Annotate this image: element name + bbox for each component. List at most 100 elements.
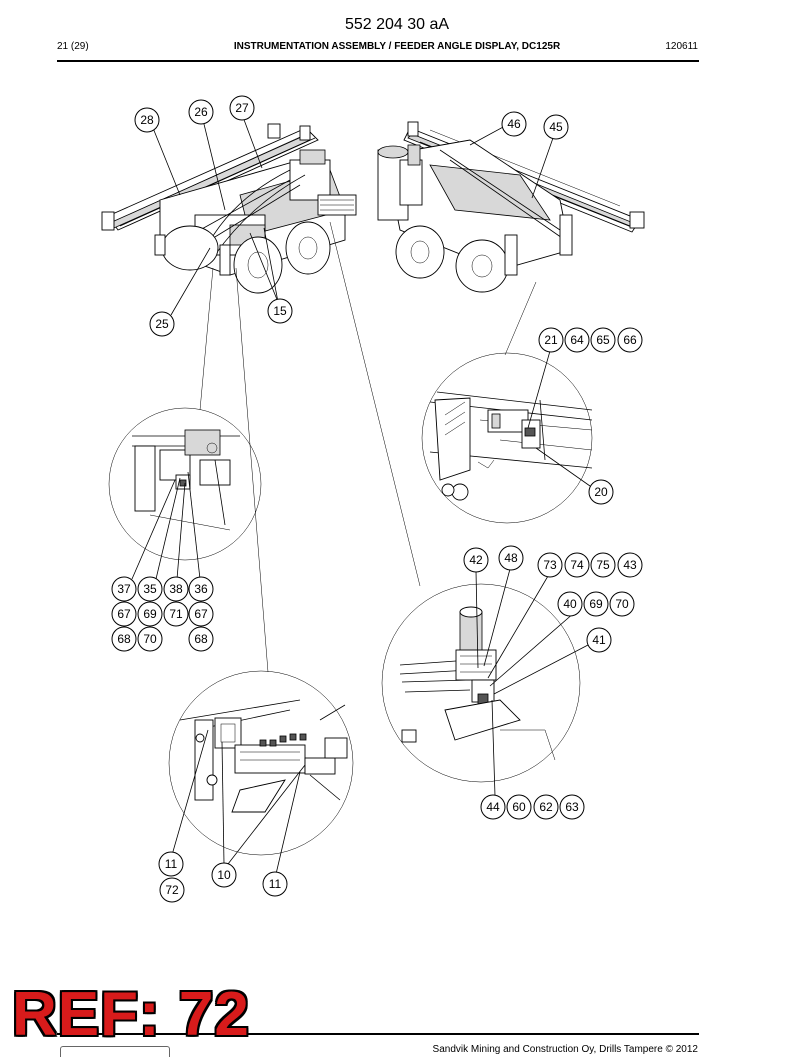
callout-10: 10 [211, 862, 237, 888]
detail-instrument-panel [168, 670, 354, 856]
callout-67-b: 67 [188, 601, 214, 627]
svg-text:62: 62 [539, 800, 553, 814]
callout-63: 63 [559, 794, 585, 820]
svg-text:73: 73 [543, 558, 557, 572]
svg-text:42: 42 [469, 553, 483, 567]
svg-text:68: 68 [194, 632, 208, 646]
callout-42: 42 [463, 547, 489, 573]
callout-27: 27 [229, 95, 255, 121]
svg-text:37: 37 [117, 582, 131, 596]
svg-text:38: 38 [169, 582, 183, 596]
svg-text:74: 74 [570, 558, 584, 572]
svg-text:67: 67 [117, 607, 131, 621]
svg-text:15: 15 [273, 304, 287, 318]
svg-text:11: 11 [165, 857, 178, 871]
svg-text:64: 64 [570, 333, 584, 347]
callout-38: 38 [163, 576, 189, 602]
svg-text:43: 43 [623, 558, 637, 572]
svg-text:20: 20 [594, 485, 608, 499]
page-number: 21 (29) [57, 41, 89, 52]
svg-text:69: 69 [143, 607, 157, 621]
svg-text:70: 70 [615, 597, 629, 611]
callout-26: 26 [188, 99, 214, 125]
svg-text:66: 66 [623, 333, 637, 347]
machine-overview-left [101, 123, 357, 294]
callout-44: 44 [480, 794, 506, 820]
callout-37: 37 [111, 576, 137, 602]
svg-text:44: 44 [486, 800, 500, 814]
svg-text:45: 45 [549, 120, 563, 134]
callout-65: 65 [590, 327, 616, 353]
callout-21: 21 [538, 327, 564, 353]
callout-11-a: 11 [158, 851, 184, 877]
callout-64: 64 [564, 327, 590, 353]
callout-28: 28 [134, 107, 160, 133]
callout-46: 46 [501, 111, 527, 137]
svg-text:70: 70 [143, 632, 157, 646]
footer-rule [57, 1033, 699, 1035]
svg-text:71: 71 [169, 607, 183, 621]
svg-text:69: 69 [589, 597, 603, 611]
detail-connector-lines [199, 221, 537, 673]
detail-left-bracket [108, 407, 262, 561]
svg-text:35: 35 [143, 582, 157, 596]
svg-text:60: 60 [512, 800, 526, 814]
callout-74: 74 [564, 552, 590, 578]
svg-text:68: 68 [117, 632, 131, 646]
machine-overview-right [377, 121, 645, 293]
svg-text:25: 25 [155, 317, 169, 331]
ref-stamp: REF: 72 [12, 980, 250, 1049]
date-code: 120611 [665, 41, 698, 52]
callout-73: 73 [537, 552, 563, 578]
callout-35: 35 [137, 576, 163, 602]
svg-text:28: 28 [140, 113, 154, 127]
svg-text:67: 67 [194, 607, 208, 621]
callout-45: 45 [543, 114, 569, 140]
callout-69-left: 69 [137, 601, 163, 627]
leader-lines [131, 116, 591, 875]
callout-43: 43 [617, 552, 643, 578]
callout-71: 71 [163, 601, 189, 627]
callout-48: 48 [498, 545, 524, 571]
svg-text:46: 46 [507, 117, 521, 131]
callout-11-b: 11 [262, 871, 288, 897]
detail-feed-sensor [421, 352, 593, 524]
callout-68-a: 68 [111, 626, 137, 652]
callout-60: 60 [506, 794, 532, 820]
svg-text:11: 11 [269, 877, 282, 891]
callout-41: 41 [586, 627, 612, 653]
svg-text:72: 72 [165, 883, 179, 897]
callout-25: 25 [149, 311, 175, 337]
header-rule [57, 60, 699, 62]
svg-text:40: 40 [563, 597, 577, 611]
svg-text:27: 27 [235, 101, 249, 115]
callout-62: 62 [533, 794, 559, 820]
callout-75: 75 [590, 552, 616, 578]
svg-text:65: 65 [596, 333, 610, 347]
svg-text:48: 48 [504, 551, 518, 565]
page-title: INSTRUMENTATION ASSEMBLY / FEEDER ANGLE … [233, 41, 561, 52]
callout-66: 66 [617, 327, 643, 353]
svg-text:75: 75 [596, 558, 610, 572]
callout-40: 40 [557, 591, 583, 617]
callout-20: 20 [588, 479, 614, 505]
svg-text:10: 10 [217, 868, 231, 882]
company-logo [60, 1046, 170, 1057]
footer-copyright: Sandvik Mining and Construction Oy, Dril… [432, 1044, 698, 1055]
callout-70-right: 70 [609, 591, 635, 617]
callout-72: 72 [159, 877, 185, 903]
callout-15: 15 [267, 298, 293, 324]
callout-36: 36 [188, 576, 214, 602]
svg-text:36: 36 [194, 582, 208, 596]
callout-69-right: 69 [583, 591, 609, 617]
document-number: 552 204 30 aA [344, 16, 450, 33]
svg-text:21: 21 [544, 333, 558, 347]
callout-70-left: 70 [137, 626, 163, 652]
svg-text:41: 41 [592, 633, 606, 647]
svg-text:63: 63 [565, 800, 579, 814]
svg-text:26: 26 [194, 105, 208, 119]
callout-67-a: 67 [111, 601, 137, 627]
callout-68-b: 68 [188, 626, 214, 652]
